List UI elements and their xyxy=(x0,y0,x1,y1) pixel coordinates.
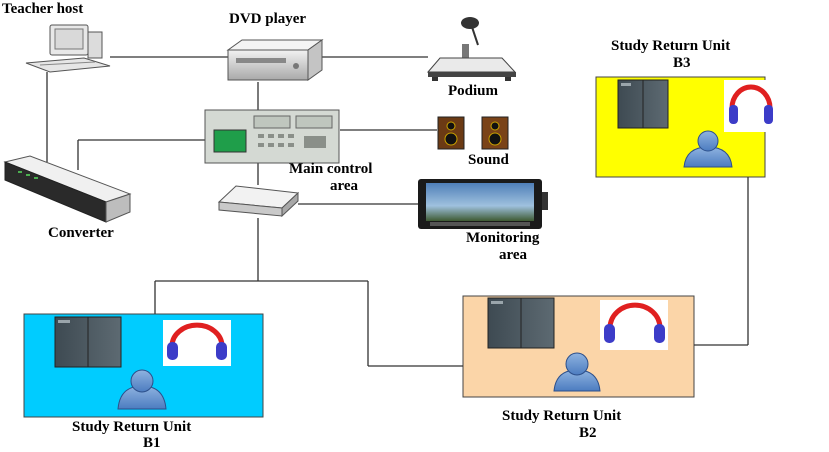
sound-label: Sound xyxy=(468,152,509,168)
cabinet-icon xyxy=(487,297,555,349)
cabinet-icon xyxy=(617,79,669,129)
connection-lines xyxy=(46,56,749,367)
monitor-icon xyxy=(418,179,548,229)
unit-b3-title: Study Return Unit xyxy=(611,38,731,54)
unit-b1-code: B1 xyxy=(143,435,161,451)
user-icon xyxy=(683,130,733,168)
user-icon xyxy=(553,352,601,392)
headphones-icon xyxy=(163,320,231,366)
unit-b2-code: B2 xyxy=(579,425,597,441)
headphones-icon xyxy=(600,300,668,350)
teacher-host-label: Teacher host xyxy=(2,1,84,17)
main-control-label-line2: area xyxy=(330,178,359,194)
headphones-icon xyxy=(724,80,778,132)
monitoring-label-line1: Monitoring xyxy=(466,230,540,246)
cabinet-icon xyxy=(54,316,122,368)
unit-b3-code: B3 xyxy=(673,55,691,71)
dvd-player-icon xyxy=(226,39,324,81)
dvd-player-label: DVD player xyxy=(229,11,307,27)
speakers-icon xyxy=(437,116,509,150)
main-control-label-line1: Main control xyxy=(289,161,373,177)
converter-label: Converter xyxy=(48,225,114,241)
computer-icon xyxy=(25,24,111,73)
user-icon xyxy=(117,369,167,410)
unit-b1-title: Study Return Unit xyxy=(72,419,192,435)
converter-icon xyxy=(3,155,132,223)
podium-icon xyxy=(426,17,517,81)
monitoring-label-line2: area xyxy=(499,247,528,263)
control-console-icon xyxy=(204,109,340,164)
podium-label: Podium xyxy=(448,83,499,99)
unit-b2-title: Study Return Unit xyxy=(502,408,622,424)
switch-icon xyxy=(217,185,300,218)
